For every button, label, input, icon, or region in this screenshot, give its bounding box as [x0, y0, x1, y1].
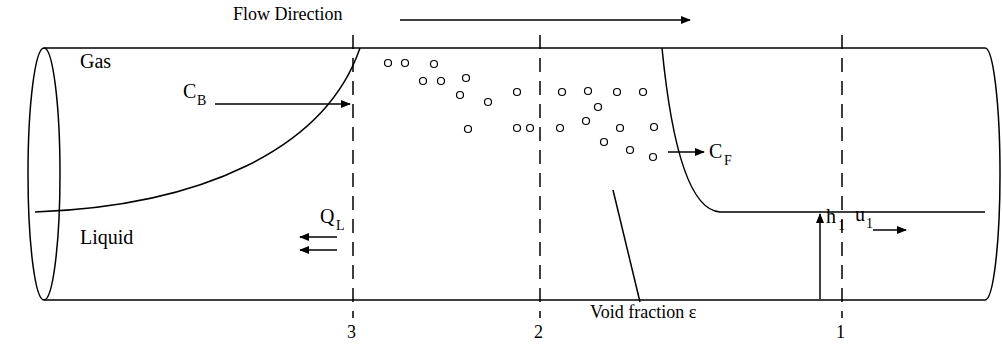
subscript-label: 1 [866, 216, 873, 232]
station-number: 1 [836, 322, 845, 343]
symbol-label: C [183, 80, 196, 103]
symbol-label: C [709, 140, 722, 163]
station-line [352, 35, 354, 318]
bore-front [662, 48, 985, 212]
symbol-label: h [826, 205, 836, 228]
leader-line [613, 190, 640, 302]
bubbles [385, 60, 658, 161]
subscript-label: L [336, 218, 345, 234]
subscript-label: B [197, 93, 206, 109]
h1-arrow [819, 214, 821, 299]
cf-arrow [668, 151, 704, 153]
pipe-wall [44, 47, 985, 49]
subscript-label: F [724, 153, 732, 169]
station-number: 2 [534, 322, 543, 343]
u1-arrow [873, 229, 906, 231]
bore-back [35, 48, 360, 212]
subscript-label: 1 [838, 218, 845, 234]
callout-label: Void fraction ε [590, 302, 696, 323]
ql-arrow [300, 236, 337, 238]
station-line [841, 35, 843, 318]
ql-arrow [300, 249, 337, 251]
cb-arrow [215, 103, 350, 105]
pipe-end [985, 48, 1000, 300]
region-label: Liquid [80, 226, 133, 249]
symbol-label: Q [320, 205, 334, 228]
flow-label: Flow Direction [233, 4, 343, 25]
symbol-label: u [855, 203, 865, 226]
station-line [539, 35, 541, 318]
pipe-wall [44, 299, 985, 301]
pipe-end [28, 48, 60, 300]
region-label: Gas [80, 50, 111, 73]
flow-arrow [400, 19, 690, 21]
station-number: 3 [347, 322, 356, 343]
